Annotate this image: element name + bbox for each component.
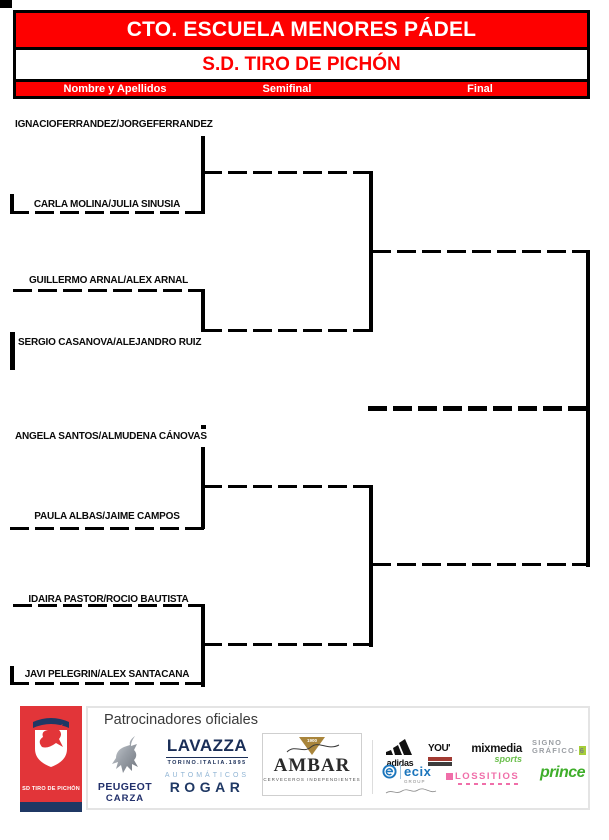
automaticos-label: AUTOMÁTICOS bbox=[164, 772, 250, 779]
lossitios-label: LOSSITIOS bbox=[455, 771, 520, 782]
ambar-sub-label: CERVECEROS INDEPENDIENTES bbox=[263, 777, 361, 782]
title-bar: CTO. ESCUELA MENORES PÁDEL bbox=[16, 13, 587, 50]
peugeot-label: PEUGEOT bbox=[97, 781, 153, 793]
column-header-semifinal: Semifinal bbox=[262, 83, 312, 95]
team-name: GUILLERMO ARNAL/ALEX ARNAL bbox=[28, 275, 189, 286]
column-header-final: Final bbox=[467, 83, 493, 95]
lossitios-square-icon bbox=[446, 773, 453, 780]
header: CTO. ESCUELA MENORES PÁDEL S.D. TIRO DE … bbox=[13, 10, 590, 99]
bracket-line-sf1-winner bbox=[203, 171, 373, 174]
grafico-label: GRÁFICO· bbox=[532, 746, 579, 755]
bracket-tick-team2 bbox=[10, 194, 14, 214]
team-name: ANGELA SANTOS/ALMUDENA CÁNOVAS bbox=[15, 431, 207, 442]
bracket-line-sf2-winner bbox=[203, 329, 373, 332]
bracket-line-team8 bbox=[10, 682, 204, 685]
sponsor-prince: prince bbox=[540, 764, 586, 781]
adidas-label: adidas bbox=[386, 758, 414, 768]
bracket-line-sf3-winner bbox=[203, 485, 373, 488]
bracket-line-team6 bbox=[10, 527, 204, 530]
bracket-line-finalist-top bbox=[372, 250, 590, 253]
sponsor-mixmedia: mixmedia sports bbox=[460, 739, 522, 764]
bracket-line-sf4-winner bbox=[203, 643, 373, 646]
team-name: IDAIRA PASTOR/ROCIO BAUTISTA bbox=[28, 594, 189, 605]
bracket-tick-team4 bbox=[10, 332, 15, 370]
bracket-connector-final-top-vertical bbox=[369, 171, 373, 332]
club-card-navy-bar bbox=[20, 802, 82, 812]
lossitios-dots bbox=[458, 783, 518, 785]
you-badge-red bbox=[428, 757, 452, 761]
sponsor-you: YOU' bbox=[428, 738, 454, 766]
bracket-tick-team8 bbox=[10, 666, 14, 685]
lavazza-label: LAVAZZA bbox=[166, 736, 248, 755]
sponsor-adidas: adidas bbox=[380, 736, 420, 768]
team-name: IGNACIOFERRANDEZ/JORGEFERRANDEZ bbox=[15, 119, 213, 130]
sponsors-panel: Patrocinadores oficiales PEUGEOT CARZA L… bbox=[86, 706, 590, 810]
bracket-line-team2 bbox=[10, 211, 204, 214]
you-label: YOU' bbox=[428, 743, 451, 754]
signo-six-label: 6 bbox=[578, 746, 587, 755]
bracket-connector-sf1-vertical bbox=[201, 136, 205, 214]
adidas-stripes-icon bbox=[386, 739, 412, 755]
bracket-line-finalist-bottom bbox=[372, 563, 590, 566]
team-name: SERGIO CASANOVA/ALEJANDRO RUIZ bbox=[18, 337, 202, 348]
bracket-connector-sf3-vertical bbox=[201, 447, 205, 529]
sponsor-ambar: 1900 AMBAR CERVECEROS INDEPENDIENTES bbox=[262, 733, 362, 796]
subtitle-bar: S.D. TIRO DE PICHÓN bbox=[16, 50, 587, 82]
rogar-label: ROGAR bbox=[169, 779, 245, 795]
peugeot-lion-icon bbox=[112, 736, 138, 773]
signo-label: SIGNO bbox=[532, 738, 563, 747]
club-logo-card: SD TIRO DE PICHÓN bbox=[20, 706, 82, 812]
sponsors-divider bbox=[372, 740, 373, 794]
ecix-label: ecix bbox=[400, 764, 431, 779]
page-title: CTO. ESCUELA MENORES PÁDEL bbox=[126, 18, 477, 41]
page-corner-mark bbox=[0, 0, 12, 8]
bracket-line-team7 bbox=[13, 604, 204, 607]
club-subtitle: S.D. TIRO DE PICHÓN bbox=[202, 53, 401, 75]
you-badge-dark bbox=[428, 762, 452, 766]
bracket-line-champion bbox=[368, 406, 590, 411]
ambar-label: AMBAR bbox=[273, 755, 351, 776]
sponsor-ecix: ecix GROUP bbox=[382, 764, 444, 802]
team-name: CARLA MOLINA/JULIA SINUSIA bbox=[33, 199, 181, 210]
club-card-label: SD TIRO DE PICHÓN bbox=[22, 786, 80, 792]
column-header-bar: Nombre y Apellidos Semifinal Final bbox=[16, 82, 587, 96]
ambar-signature-icon bbox=[286, 744, 340, 753]
sponsor-signo-grafico: SIGNO GRÁFICO·6 bbox=[532, 738, 587, 755]
club-shield-icon bbox=[33, 718, 69, 767]
bracket-connector-final-bottom-vertical bbox=[369, 485, 373, 647]
mixmedia-sports-label: sports bbox=[494, 754, 522, 764]
sponsor-lavazza-rogar: LAVAZZA TORINO.ITALIA.1895 AUTOMÁTICOS R… bbox=[160, 736, 254, 795]
mixmedia-label: mixmedia bbox=[471, 743, 522, 755]
bracket-mark-team5 bbox=[201, 425, 206, 429]
carza-label: CARZA bbox=[105, 793, 145, 804]
lavazza-sub-label: TORINO.ITALIA.1895 bbox=[166, 757, 248, 766]
column-header-names: Nombre y Apellidos bbox=[63, 83, 167, 95]
sponsors-title: Patrocinadores oficiales bbox=[104, 712, 258, 728]
sponsor-lossitios: LOSSITIOS bbox=[446, 771, 520, 785]
ecix-group-label: GROUP bbox=[404, 779, 426, 784]
team-name: JAVI PELEGRIN/ALEX SANTACANA bbox=[24, 669, 190, 680]
ambar-year: 1900 bbox=[306, 738, 317, 743]
bracket-connector-sf2-vertical bbox=[201, 289, 205, 332]
ecix-tagline-icon bbox=[385, 788, 437, 794]
sponsor-peugeot: PEUGEOT CARZA bbox=[90, 734, 160, 804]
team-name: PAULA ALBAS/JAIME CAMPOS bbox=[34, 511, 180, 522]
ecix-e-icon bbox=[382, 764, 397, 779]
bracket-line-team3 bbox=[13, 289, 204, 292]
